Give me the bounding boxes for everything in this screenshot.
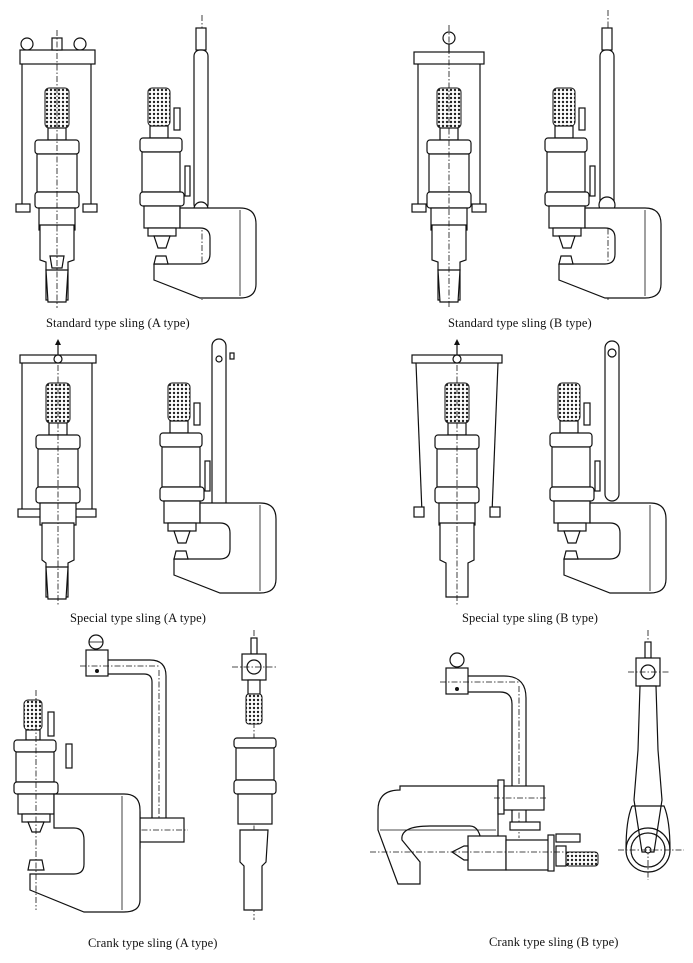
- figure-caption: Special type sling (A type): [70, 611, 207, 625]
- figure-caption: Crank type sling (A type): [88, 936, 218, 950]
- figure-caption: Standard type sling (A type): [46, 316, 190, 330]
- figure-special-type-sling-a: Special type sling (A type): [0, 335, 300, 630]
- eye-bolt-icon: [20, 37, 34, 51]
- figure-special-type-sling-b: Special type sling (B type): [400, 335, 693, 630]
- special-a-drawing: [17, 338, 277, 605]
- special-b-drawing: [411, 339, 667, 605]
- figure-crank-type-sling-a: Crank type sling (A type): [0, 630, 300, 963]
- figure-standard-type-sling-a: Standard type sling (A type): [0, 0, 290, 335]
- figure-caption: Special type sling (B type): [462, 611, 599, 625]
- figure-caption: Crank type sling (B type): [489, 935, 619, 949]
- standard-a-drawing: [15, 15, 257, 308]
- figure-caption: Standard type sling (B type): [448, 316, 592, 330]
- figure-crank-type-sling-b: Crank type sling (B type): [370, 630, 693, 963]
- figure-standard-type-sling-b: Standard type sling (B type): [400, 0, 693, 335]
- crank-b-drawing: [370, 630, 684, 885]
- standard-b-drawing: [411, 10, 662, 308]
- crank-a-drawing: [13, 630, 277, 920]
